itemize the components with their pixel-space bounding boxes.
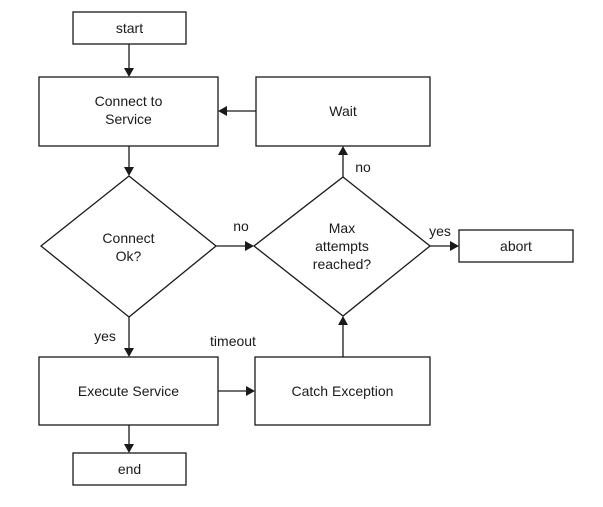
edge-decision-no-to-max: [216, 241, 254, 251]
execute-service-node: Execute Service: [38, 356, 219, 426]
edge-catch-to-max: [338, 316, 348, 357]
end-node: end: [72, 452, 187, 486]
connect-label-line1: Connect to: [95, 93, 163, 109]
edge-decision-yes-to-execute: [124, 317, 134, 357]
edge-execute-timeout-to-catch: [218, 386, 255, 396]
max-label-line1: Max: [329, 220, 355, 236]
edge-max-yes-to-abort: [430, 241, 459, 251]
connect-label-line2: Service: [105, 111, 152, 127]
edge-label-timeout: timeout: [210, 333, 256, 349]
edge-execute-to-end: [124, 425, 134, 453]
max-label-line3: reached?: [313, 256, 372, 272]
connect-ok-label-line1: Connect: [102, 230, 154, 246]
edge-wait-to-connect: [218, 106, 256, 116]
wait-label: Wait: [329, 103, 357, 119]
start-label: start: [116, 20, 143, 36]
edge-label-max-no: no: [355, 159, 371, 175]
edge-start-to-connect: [124, 44, 134, 77]
execute-label: Execute Service: [78, 383, 179, 399]
wait-node: Wait: [255, 76, 431, 147]
end-label: end: [118, 461, 141, 477]
edge-max-no-to-wait: [338, 146, 348, 177]
max-attempts-decision: Max attempts reached?: [252, 176, 432, 317]
catch-label: Catch Exception: [292, 383, 394, 399]
abort-node: abort: [458, 229, 574, 263]
edge-label-connect-no: no: [233, 218, 249, 234]
abort-label: abort: [500, 238, 532, 254]
edge-connect-to-decision: [124, 146, 134, 176]
catch-exception-node: Catch Exception: [254, 356, 431, 426]
connect-ok-decision: Connect Ok?: [39, 175, 218, 318]
edge-label-connect-yes: yes: [94, 328, 116, 344]
max-label-line2: attempts: [315, 238, 369, 254]
connect-ok-label-line2: Ok?: [116, 248, 142, 264]
connect-to-service-node: Connect to Service: [38, 76, 219, 147]
start-node: start: [72, 11, 187, 45]
edge-label-max-yes: yes: [429, 223, 451, 239]
